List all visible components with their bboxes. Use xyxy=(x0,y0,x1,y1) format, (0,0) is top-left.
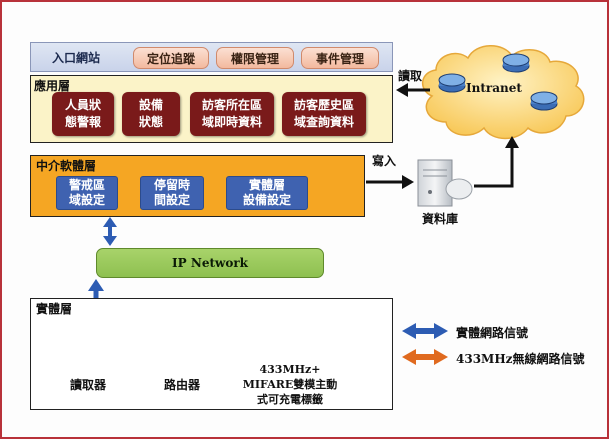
db-to-intranet-arrow xyxy=(474,136,519,188)
mid-box-alert-zone: 警戒區域設定 xyxy=(56,176,118,210)
router-icon xyxy=(502,53,530,73)
mid-box-line: 設備設定 xyxy=(242,193,291,207)
mid-box-stay-time: 停留時間設定 xyxy=(140,176,204,210)
ip-network-bar: IP Network xyxy=(96,248,324,278)
database-label: 資料庫 xyxy=(422,212,459,226)
app-box-line: 狀態 xyxy=(138,115,163,129)
write-label: 寫入 xyxy=(372,154,397,168)
app-box-line: 人員狀 xyxy=(64,98,101,112)
physical-layer xyxy=(30,298,393,410)
tag-label-line: 式可充電標籤 xyxy=(257,393,323,406)
physical-layer-title: 實體層 xyxy=(36,302,73,316)
intranet-label: Intranet xyxy=(466,81,522,95)
application-layer-title: 應用層 xyxy=(34,79,71,93)
tab-event-management[interactable]: 事件管理 xyxy=(301,47,379,69)
intranet-cloud xyxy=(422,45,585,140)
tab-permission-management[interactable]: 權限管理 xyxy=(216,47,294,69)
tag-label-line: MIFARE雙模主動 xyxy=(242,378,338,391)
read-arrow xyxy=(396,83,430,97)
app-box-line: 訪客所在區 xyxy=(201,98,262,112)
app-box-line: 域即時資料 xyxy=(201,115,262,129)
mid-box-physical-device: 實體層設備設定 xyxy=(226,176,308,210)
tag-label: 433MHz+ MIFARE雙模主動 式可充電標籤 xyxy=(232,362,348,407)
tag-label-line: 433MHz+ xyxy=(259,363,321,376)
tab-location-tracking[interactable]: 定位追蹤 xyxy=(133,47,209,69)
legend-wireless-signal: 433MHz無線網路信號 xyxy=(456,352,585,366)
app-box-visitor-realtime: 訪客所在區域即時資料 xyxy=(190,92,274,136)
router-icon xyxy=(530,91,558,111)
mid-box-line: 警戒區 xyxy=(68,178,105,192)
mid-box-line: 實體層 xyxy=(248,178,285,192)
router-icon xyxy=(438,73,466,93)
portal-label: 入口網站 xyxy=(51,51,100,65)
app-box-visitor-history: 訪客歷史區域查詢資料 xyxy=(282,92,366,136)
reader-label: 讀取器 xyxy=(70,378,107,392)
app-box-line: 設備 xyxy=(138,98,163,112)
write-arrow xyxy=(366,175,414,189)
app-box-line: 域查詢資料 xyxy=(293,115,354,129)
app-box-personnel-alert: 人員狀態警報 xyxy=(52,92,114,136)
app-box-line: 態警報 xyxy=(64,115,101,129)
router-label: 路由器 xyxy=(164,378,201,392)
mid-box-line: 域設定 xyxy=(68,193,105,207)
middleware-layer-title: 中介軟體層 xyxy=(36,159,97,173)
physical-signal-arrow xyxy=(103,217,117,246)
app-box-line: 訪客歷史區 xyxy=(293,98,354,112)
app-box-device-status: 設備狀態 xyxy=(122,92,180,136)
legend-orange-arrow xyxy=(402,349,448,365)
mid-box-line: 間設定 xyxy=(153,193,190,207)
mid-box-line: 停留時 xyxy=(153,178,190,192)
read-label: 讀取 xyxy=(398,69,423,83)
legend-blue-arrow xyxy=(402,323,448,339)
legend-physical-signal: 實體網路信號 xyxy=(456,326,529,340)
database-icon xyxy=(417,159,473,207)
